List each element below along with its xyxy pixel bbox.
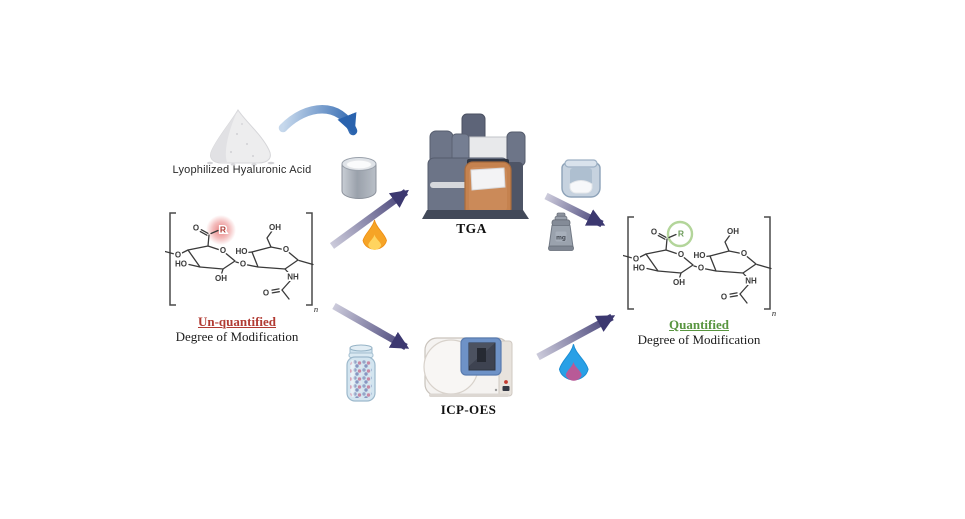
right-bracket (764, 216, 771, 310)
left-degree-caption: Degree of Modification (175, 329, 299, 344)
svg-text:O: O (193, 224, 199, 233)
svg-text:O: O (651, 228, 657, 237)
svg-text:HO: HO (633, 264, 645, 273)
svg-text:O: O (678, 250, 684, 259)
tga-machine (422, 113, 529, 219)
left-bracket (169, 212, 176, 306)
bonds (165, 229, 314, 300)
r-group-label: R (678, 229, 684, 239)
svg-text:O: O (283, 245, 289, 254)
flame-blue-icon (558, 344, 589, 381)
svg-text:O: O (741, 249, 747, 258)
svg-text:NH: NH (745, 277, 757, 286)
atom-labels: O O R O HO OH O HO OH O NH O n (631, 226, 776, 319)
milligram-weight-icon: mg (548, 212, 574, 251)
svg-text:OH: OH (269, 223, 281, 232)
svg-text:HO: HO (175, 260, 187, 269)
crucible-cylinder-icon (341, 157, 377, 199)
left-bracket (627, 216, 634, 310)
arrow-tga-to-product (544, 192, 606, 228)
r-group-label: R (220, 225, 226, 235)
svg-text:O: O (240, 260, 246, 269)
svg-text:n: n (314, 304, 318, 314)
svg-text:O: O (220, 246, 226, 255)
bead-jar-icon (346, 344, 376, 402)
atom-labels: O O R O HO OH O HO OH O NH O n (173, 222, 318, 315)
quantified-status-label: Quantified (669, 317, 729, 332)
svg-text:OH: OH (673, 278, 685, 287)
icp-oes-machine (423, 337, 513, 397)
weight-label: mg (556, 235, 566, 242)
icp-oes-label: ICP-OES (440, 402, 497, 417)
powder-pile-icon (207, 109, 275, 166)
svg-text:HO: HO (694, 251, 706, 260)
arrow-sample-to-icp (332, 302, 410, 351)
bonds (623, 233, 772, 304)
right-bracket (306, 212, 313, 306)
svg-text:OH: OH (727, 227, 739, 236)
arrow-sample-to-tga (329, 189, 409, 249)
right-degree-caption: Degree of Modification (637, 332, 761, 347)
red-glow-highlight (206, 215, 236, 245)
left-structure-caption: Un-quantified Degree of Modification (156, 314, 318, 345)
powder-label: Lyophilized Hyaluronic Acid (172, 164, 312, 176)
unquantified-status-label: Un-quantified (197, 314, 277, 329)
svg-text:OH: OH (215, 274, 227, 283)
svg-text:NH: NH (287, 273, 299, 282)
svg-text:O: O (633, 255, 639, 264)
sample-cup-icon (561, 159, 601, 198)
svg-text:HO: HO (236, 247, 248, 256)
right-structure-caption: Quantified Degree of Modification (618, 317, 780, 348)
flame-orange-icon (362, 219, 387, 250)
tga-label: TGA (456, 221, 487, 236)
arrow-icp-to-product (536, 313, 616, 361)
green-circle-highlight (666, 220, 694, 248)
ha-structure-quantified: O O R O HO OH O HO OH O NH O n (623, 216, 776, 319)
svg-text:O: O (698, 264, 704, 273)
svg-text:O: O (263, 289, 269, 298)
ha-structure-unquantified: O O R O HO OH O HO OH O NH O n (165, 212, 318, 315)
svg-text:O: O (721, 293, 727, 302)
curved-transfer-arrow (278, 105, 358, 136)
svg-text:n: n (772, 308, 776, 318)
svg-text:O: O (175, 251, 181, 260)
